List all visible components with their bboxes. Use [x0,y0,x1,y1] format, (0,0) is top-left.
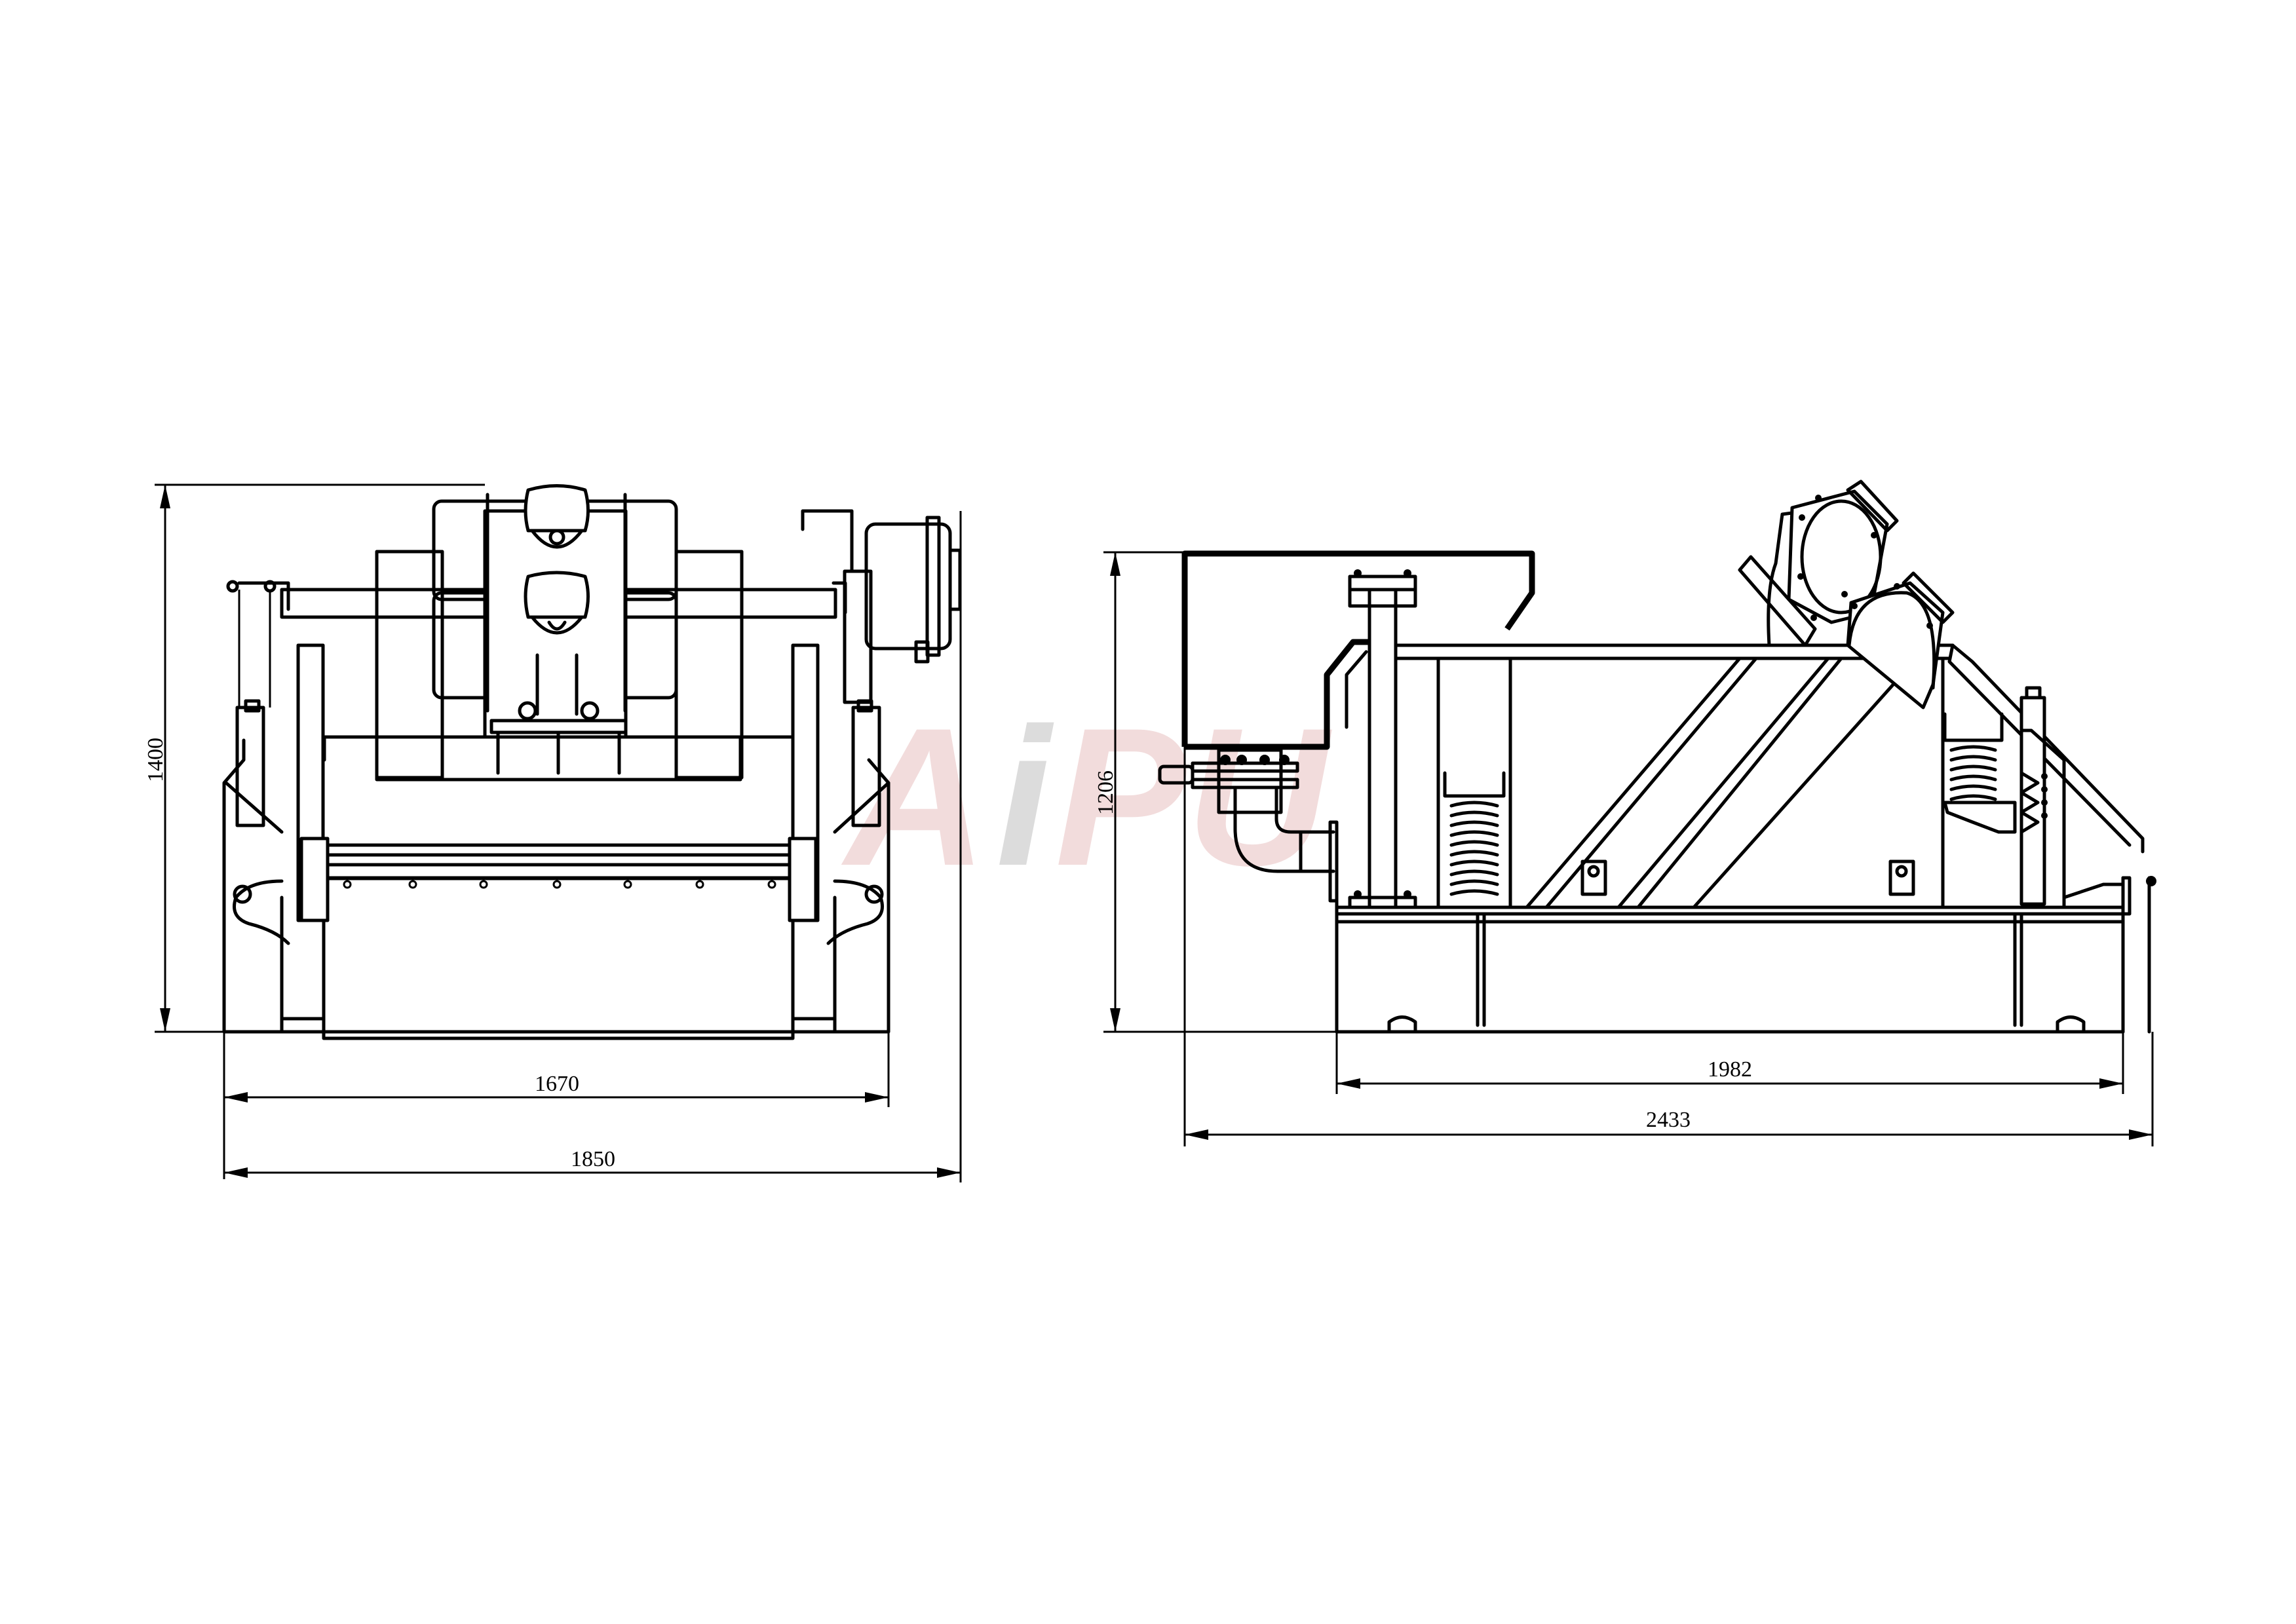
watermark: A i PU [839,687,1333,907]
side-view [1158,480,2156,1034]
watermark-a: A [839,687,987,907]
dim-side-height: 1206 [1094,770,1118,815]
dim-front-overall-width: 1850 [571,1147,615,1171]
dim-front-height: 1400 [144,738,168,782]
vibrator-motors [1738,480,1955,709]
dim-front-inner-width: 1670 [535,1072,579,1096]
watermark-i: i [996,687,1054,907]
left-spring [1449,801,1499,896]
dim-side-overall-length: 2433 [1646,1108,1691,1132]
front-view [222,484,962,1040]
right-spring [1949,745,1997,801]
front-dimensions: 1400 1670 1850 [144,483,962,1182]
deck-bolts [343,880,776,889]
side-dimensions: 1206 1982 2433 [1094,551,2154,1146]
dim-side-base-length: 1982 [1708,1057,1752,1082]
